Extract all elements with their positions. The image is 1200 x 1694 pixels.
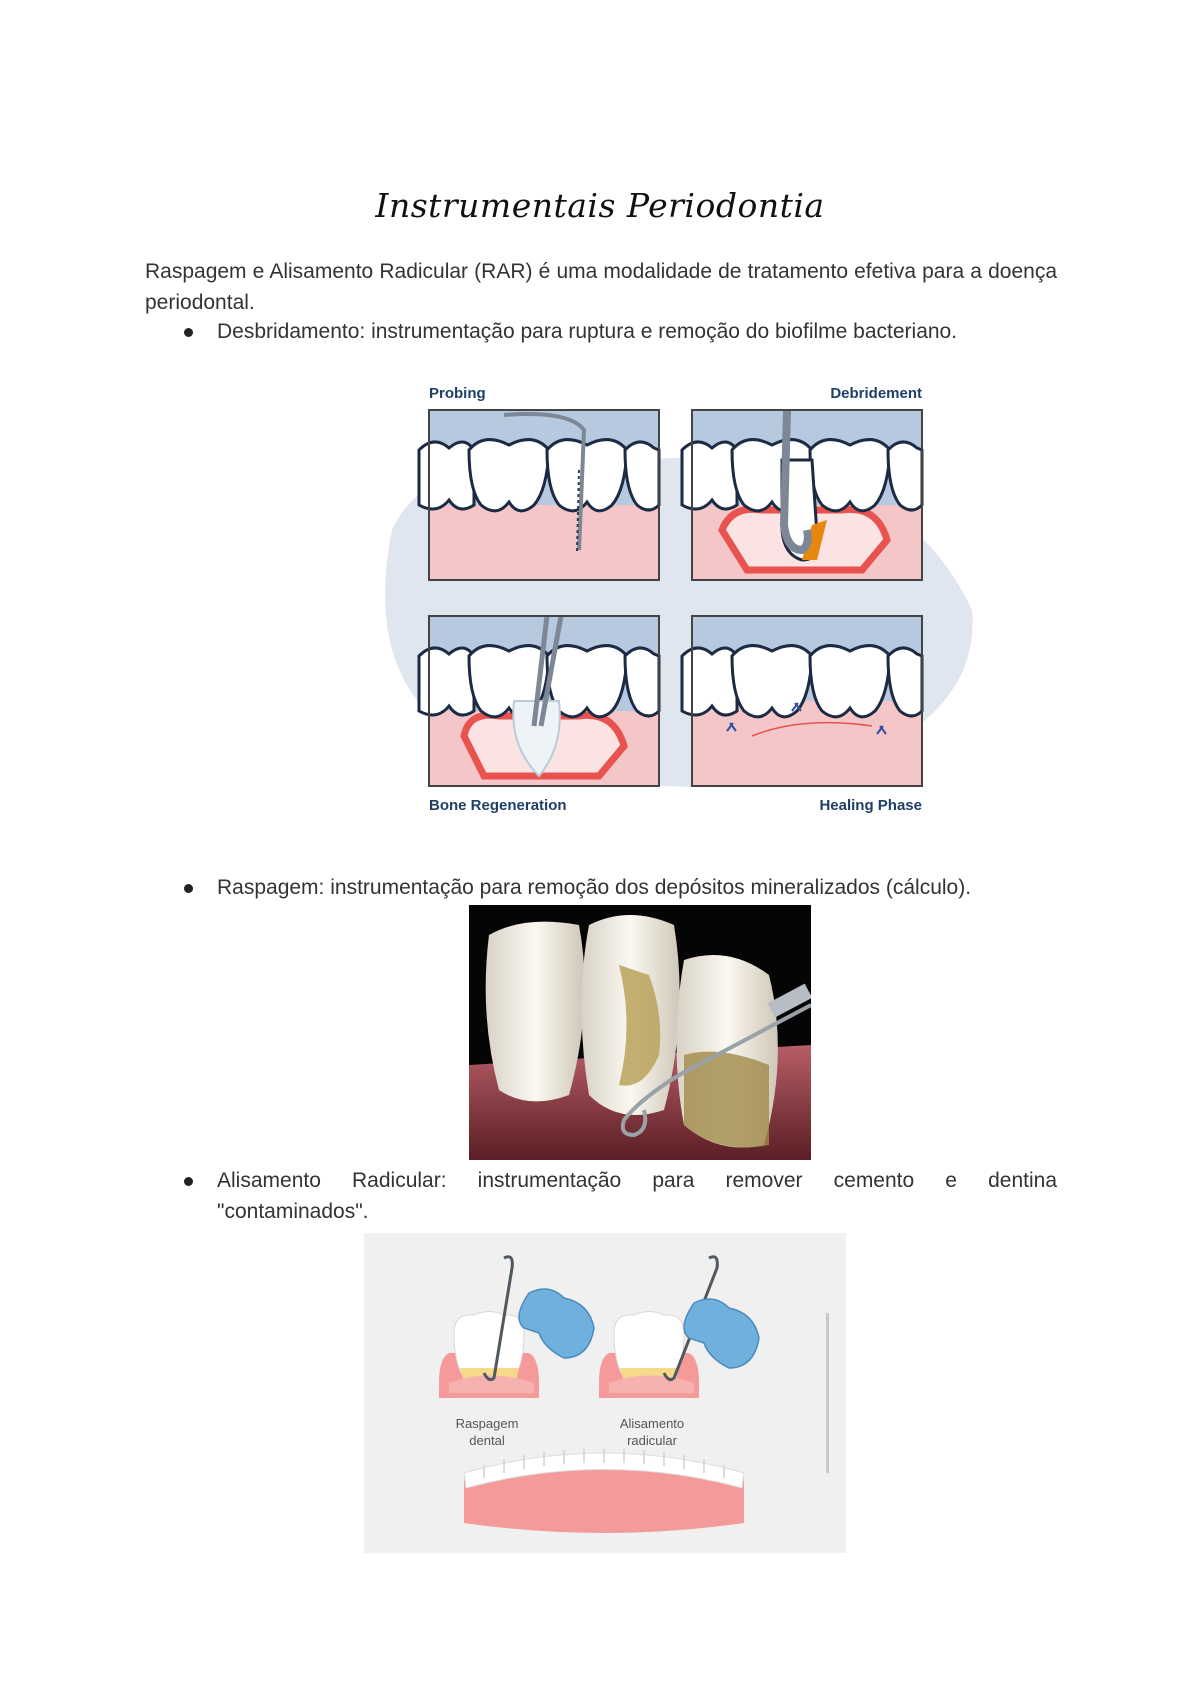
label-probing: Probing: [429, 385, 486, 402]
bullet-dot: [184, 1177, 193, 1186]
left-glove-icon: [518, 1288, 595, 1359]
scaling-vs-root-planing-figure: Raspagem dental Alisamento radicular: [364, 1233, 846, 1553]
panel-probing: [417, 409, 661, 581]
bullet-scaling: Raspagem: instrumentação para remoção do…: [184, 872, 1057, 903]
dental-arch: [463, 1449, 745, 1533]
label-debridement: Debridement: [830, 385, 922, 402]
label-bone-regeneration: Bone Regeneration: [429, 797, 567, 814]
label-scaling-line2: dental: [469, 1433, 505, 1448]
right-tooth-group: [599, 1311, 699, 1398]
label-scaling-line1: Raspagem: [456, 1416, 519, 1431]
bullet-dot: [184, 328, 193, 337]
left-instrument: [482, 1255, 514, 1382]
label-healing-phase: Healing Phase: [819, 797, 922, 814]
right-glove-icon: [683, 1298, 760, 1369]
bullet-debridement: Desbridamento: instrumentação para ruptu…: [184, 316, 1057, 347]
periodontal-steps-figure: Probing Debridement Bone Regeneration He…: [385, 385, 973, 814]
panel-bone-regeneration: [417, 615, 661, 787]
panel-debridement: [680, 409, 924, 581]
watermark-strip: [826, 1313, 829, 1473]
label-planing-line1: Alisamento: [620, 1416, 684, 1431]
bullet-root-planing-text-1: Alisamento Radicular: instrumentação par…: [217, 1169, 1057, 1192]
calculus-scaling-image: [469, 905, 811, 1160]
label-planing-line2: radicular: [627, 1433, 678, 1448]
page-title: Instrumentais Periodontia: [375, 186, 825, 225]
panel-healing-phase: [680, 615, 924, 787]
bullet-scaling-text: Raspagem: instrumentação para remoção do…: [217, 876, 972, 899]
left-tooth-group: [439, 1311, 539, 1398]
intro-paragraph: Raspagem e Alisamento Radicular (RAR) é …: [145, 260, 1057, 314]
bullet-dot: [184, 884, 193, 893]
bullet-root-planing: Alisamento Radicular: instrumentação par…: [184, 1165, 1057, 1227]
calculus-deposit: [619, 965, 661, 1086]
bullet-root-planing-text-2: "contaminados".: [217, 1200, 369, 1223]
scaler-instrument: [620, 1003, 811, 1138]
tooth-left: [485, 921, 585, 1102]
bullet-debridement-text: Desbridamento: instrumentação para ruptu…: [217, 320, 958, 343]
